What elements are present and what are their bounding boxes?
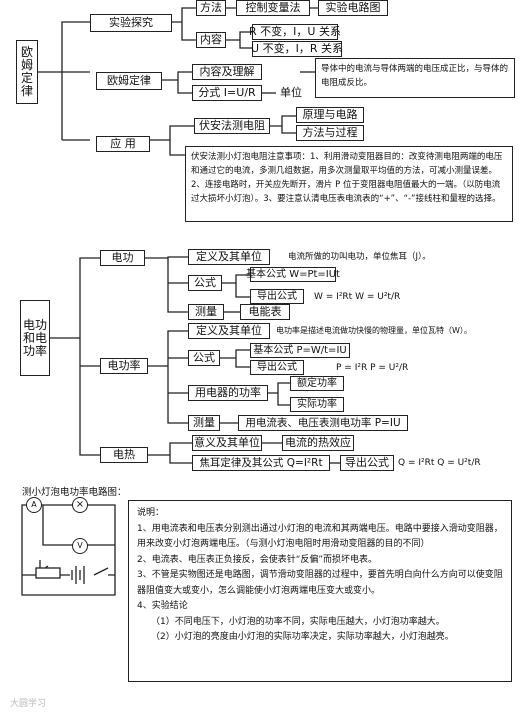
lab-conclusion-1: （1）不同电压下，小灯泡的功率不同，实际电压越大，小灯泡功率越大。	[151, 616, 445, 627]
voltammetry-note: 伏安法测小灯泡电阻注意事项：1、利用滑动变阻器目的：改变待测电阻两端的电压和通过…	[185, 146, 513, 222]
voltammetry-node: 伏安法测电阻	[194, 118, 270, 134]
ohm-law-note: 导体中的电流与导体两端的电压成正比，与导体的电阻成反比。	[315, 58, 515, 98]
power-derived-text: P = I²R P = U²/R	[336, 363, 409, 373]
u-constant-node: U 不变，I，R 关系	[251, 41, 343, 57]
joule-law-node: 焦耳定律及其公式 Q=I²Rt	[192, 455, 330, 471]
lab-note-title: 说明：	[137, 508, 165, 518]
lab-note-4: 4、实验结论	[137, 601, 188, 611]
control-variable-node: 控制变量法	[236, 0, 310, 16]
method-process-node: 方法与过程	[296, 125, 364, 141]
work-basic-formula-node: 基本公式 W=Pt=IUt	[246, 267, 340, 282]
work-node: 电功	[100, 250, 145, 266]
unit-label: 单位	[276, 85, 306, 101]
meaning-unit-node: 意义及其单位	[192, 435, 262, 451]
ohm-law-node: 欧姆定律	[96, 72, 162, 90]
r-constant-node: R 不变，I，U 关系	[249, 24, 341, 40]
work-measure-node: 测量	[188, 304, 224, 320]
power-formula-node: 公式	[188, 350, 220, 366]
work-definition-unit-node: 定义及其单位	[188, 249, 270, 265]
measure-method-node: 用电流表、电压表测电功率 P=IU	[238, 415, 408, 431]
heat-derived-formula-node: 导出公式	[340, 455, 394, 471]
lab-note-3: 3、不管是实物图还是电路图，调节滑动变阻器的过程中，要首先明白向什么方向可以使变…	[137, 570, 503, 596]
application-node: 应 用	[96, 136, 150, 152]
watermark: 大圆学习	[10, 699, 47, 709]
power-node: 电功率	[100, 358, 148, 374]
rated-power-node: 额定功率	[290, 376, 344, 391]
content-node: 内容	[196, 32, 226, 48]
heat-derived-text: Q = I²Rt Q = U²t/R	[398, 458, 481, 468]
circuit-diagram-node: 实验电路图	[318, 0, 388, 16]
work-derived-text: W = I²Rt W = U²t/R	[314, 292, 401, 302]
lab-circuit-title: 测小灯泡电功率电路图：	[22, 487, 127, 498]
lab-notes-box: 说明： 1、用电流表和电压表分别测出通过小灯泡的电流和其两端电压。电路中要接入滑…	[128, 500, 512, 682]
experiment-node: 实验探究	[90, 14, 172, 32]
power-derived-formula-node: 导出公式	[250, 360, 304, 375]
ohm-root: 欧姆定律	[16, 40, 38, 104]
lab-note-1: 1、用电流表和电压表分别测出通过小灯泡的电流和其两端电压。电路中要接入滑动变阻器…	[137, 523, 503, 550]
voltmeter-symbol: V	[72, 538, 88, 554]
work-definition-text: 电流所做的功叫电功，单位焦耳（J）。	[288, 252, 431, 262]
energy-meter-node: 电能表	[240, 304, 290, 320]
formula-node: 分式 I=U/R	[192, 85, 262, 101]
principle-circuit-node: 原理与电路	[296, 107, 364, 123]
work-derived-formula-node: 导出公式	[250, 289, 304, 304]
bulb-symbol: ×	[72, 497, 88, 513]
method-node: 方法	[196, 0, 226, 16]
lab-note-2: 2、电流表、电压表正负接反，会使表针“反偏”而损坏电表。	[137, 554, 378, 565]
appliance-power-node: 用电器的功率	[188, 385, 268, 401]
power-definition-unit-node: 定义及其单位	[188, 323, 270, 339]
power-definition-text: 电功率是描述电流做功快慢的物理量，单位瓦特（W）。	[276, 326, 472, 335]
actual-power-node: 实际功率	[290, 397, 344, 412]
power-basic-formula-node: 基本公式 P=W/t=IU	[250, 343, 350, 358]
ammeter-symbol: A	[26, 497, 42, 513]
content-understanding-node: 内容及理解	[192, 64, 262, 80]
power-root: 电功和电功率	[20, 300, 50, 376]
heat-node: 电热	[100, 447, 148, 463]
power-measure-node: 测量	[188, 415, 220, 431]
lab-conclusion-2: （2）小灯泡的亮度由小灯泡的实际功率决定，实际功率越大，小灯泡越亮。	[151, 632, 454, 642]
heat-effect-node: 电流的热效应	[282, 435, 354, 451]
work-formula-node: 公式	[188, 275, 222, 291]
